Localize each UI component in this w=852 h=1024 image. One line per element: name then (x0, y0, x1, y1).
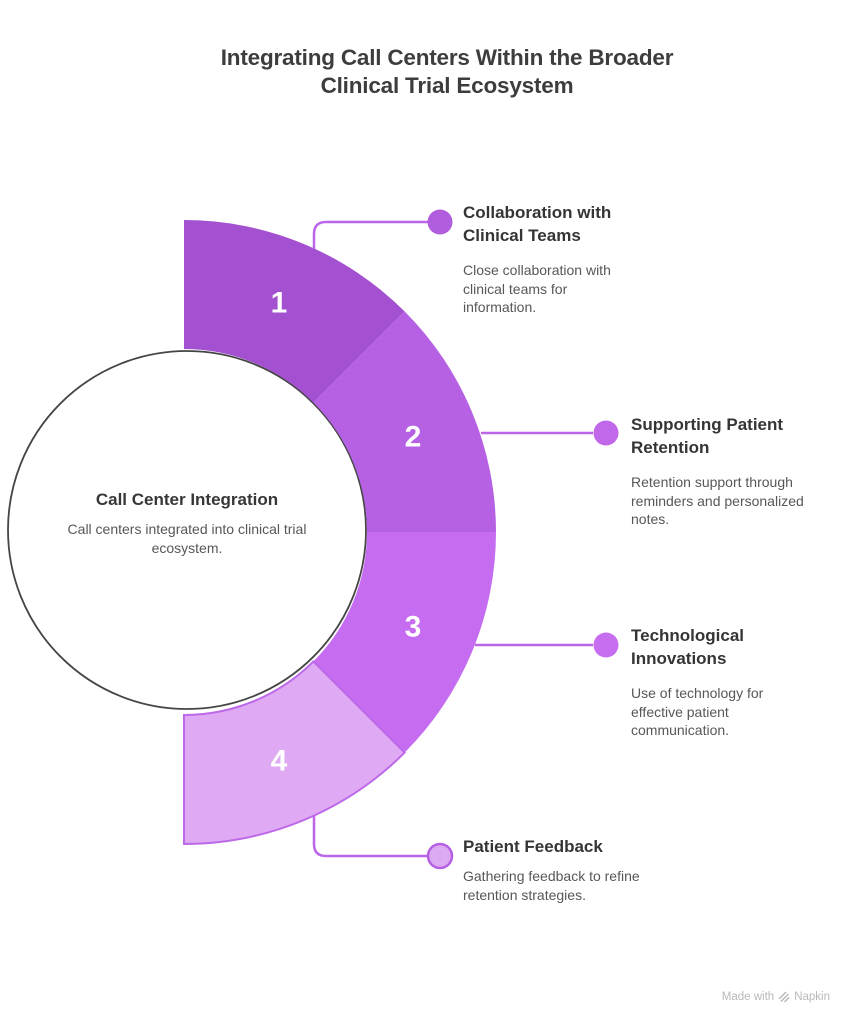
page-title-line-2: Clinical Trial Ecosystem (320, 73, 574, 98)
watermark-prefix: Made with (721, 991, 775, 1003)
connector-4-dot (426, 842, 454, 870)
segment-4-number: 4 (271, 745, 288, 778)
callout-feedback: Patient Feedback Gathering feedback to r… (463, 835, 671, 904)
center-circle (7, 350, 367, 710)
napkin-logo-icon (778, 991, 790, 1003)
callout-collaboration: Collaboration with Clinical Teams Close … (463, 201, 638, 317)
page-title-line-1: Integrating Call Centers Within the Broa… (220, 45, 674, 70)
center-label-description: Call centers integrated into clinical tr… (67, 521, 307, 556)
segment-3-number: 3 (405, 611, 422, 644)
connector-3-dot (593, 632, 619, 658)
center-label-title: Call Center Integration (95, 490, 279, 509)
callout-retention-description: Retention support through reminders and … (631, 474, 804, 527)
napkin-watermark: Made with Napkin (722, 991, 830, 1003)
center-label: Call Center Integration Call centers int… (57, 488, 317, 558)
callout-feedback-title: Patient Feedback (463, 837, 603, 856)
segment-2-arc (313, 311, 496, 532)
callout-technology-title: Technological Innovations (631, 626, 745, 668)
watermark-brand: Napkin (794, 991, 830, 1003)
callout-retention: Supporting Patient Retention Retention s… (631, 413, 823, 529)
connector-1-dot (427, 209, 453, 235)
segment-1-arc (184, 220, 405, 403)
callout-retention-title: Supporting Patient Retention (631, 415, 784, 457)
connector-2-dot (593, 420, 619, 446)
segment-2-number: 2 (405, 421, 422, 454)
segment-4-arc (183, 659, 407, 846)
connector-1-line (312, 220, 428, 249)
page-title: Integrating Call Centers Within the Broa… (187, 44, 707, 100)
segment-3-arc (313, 532, 496, 753)
callout-technology: Technological Innovations Use of technol… (631, 624, 806, 740)
callout-collaboration-title: Collaboration with Clinical Teams (463, 203, 612, 245)
segment-1-number: 1 (271, 287, 288, 320)
callout-collaboration-description: Close collaboration with clinical teams … (463, 262, 611, 315)
connector-4-line (312, 816, 428, 858)
callout-technology-description: Use of technology for effective patient … (631, 685, 764, 738)
callout-feedback-description: Gathering feedback to refine retention s… (463, 868, 640, 903)
